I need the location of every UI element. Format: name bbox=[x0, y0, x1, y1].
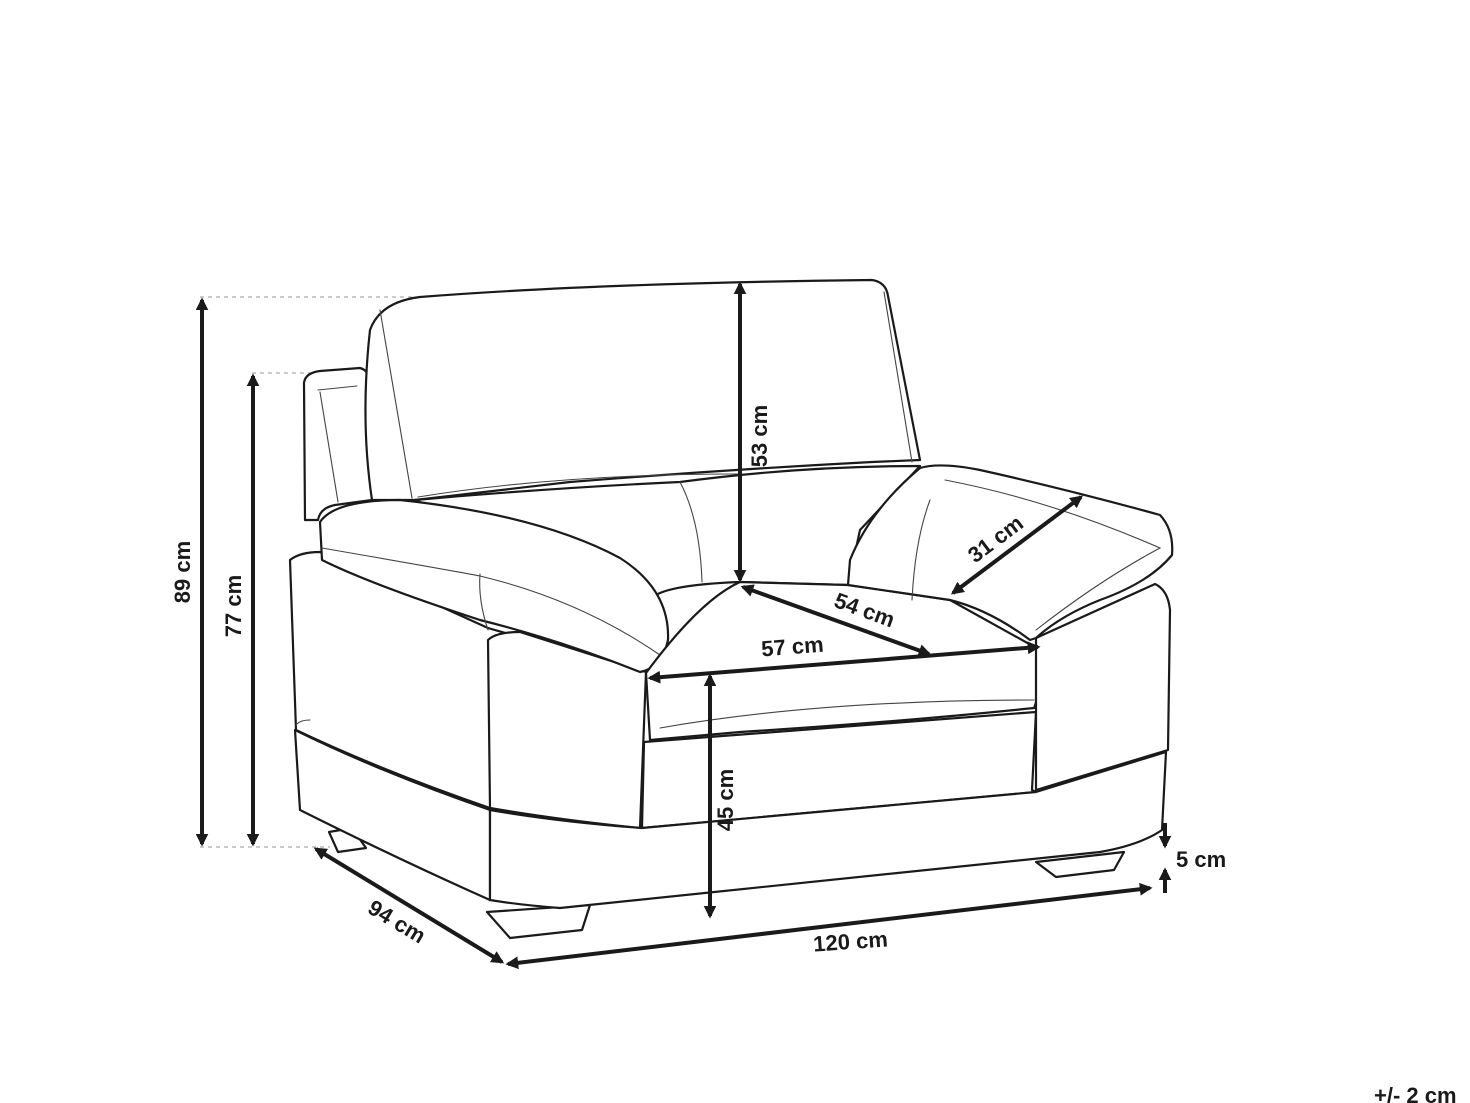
front-left-leg bbox=[485, 903, 592, 940]
label-back-height: 53 cm bbox=[747, 405, 772, 467]
label-depth: 94 cm bbox=[364, 895, 430, 949]
front-right-leg bbox=[1034, 850, 1126, 879]
seat-front bbox=[640, 710, 1038, 830]
left-arm-back bbox=[302, 366, 374, 522]
label-arm-height: 77 cm bbox=[221, 575, 246, 637]
arrow-seat-width bbox=[647, 641, 1041, 684]
label-width: 120 cm bbox=[812, 926, 888, 956]
label-leg-height: 5 cm bbox=[1176, 847, 1226, 872]
dimension-arrows bbox=[195, 281, 1172, 970]
left-armrest-pad bbox=[318, 498, 670, 674]
backrest bbox=[364, 278, 922, 502]
right-arm-base bbox=[1034, 582, 1172, 792]
label-seat-width: 57 cm bbox=[760, 632, 824, 662]
label-total-height: 89 cm bbox=[170, 541, 195, 603]
extension-lines bbox=[200, 296, 415, 848]
armchair-drawing bbox=[288, 278, 1174, 940]
back-cushion bbox=[413, 464, 922, 602]
arrow-arm-width bbox=[950, 495, 1084, 595]
tolerance-note: +/- 2 cm bbox=[1374, 1083, 1457, 1103]
arrow-depth bbox=[313, 847, 505, 964]
label-seat-height: 45 cm bbox=[713, 769, 738, 831]
arrow-width bbox=[505, 882, 1153, 970]
